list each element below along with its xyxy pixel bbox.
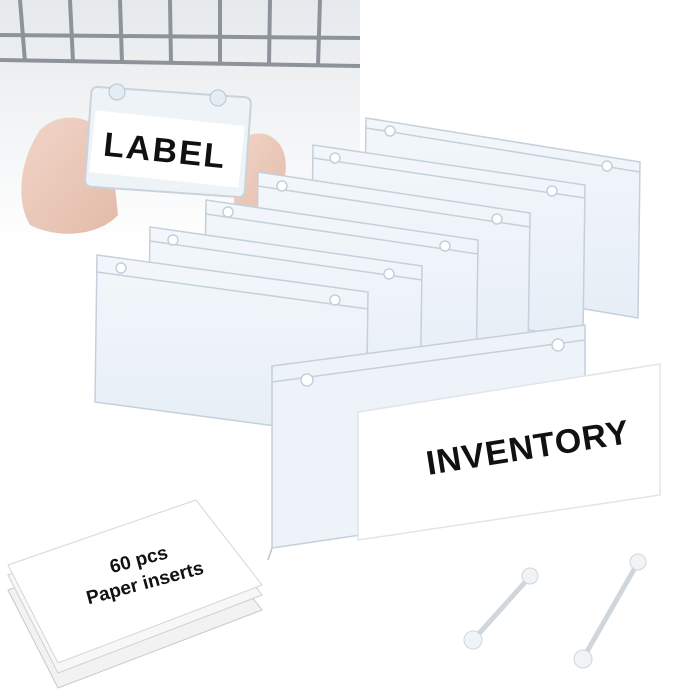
paper-inserts-stack [7, 499, 263, 689]
front-label-holder [267, 324, 661, 561]
label-holder-stack [94, 117, 661, 561]
wire-shelf [0, 0, 361, 68]
paper-insert [357, 363, 661, 541]
plastic-clip [463, 567, 539, 650]
plastic-clip [573, 553, 647, 669]
